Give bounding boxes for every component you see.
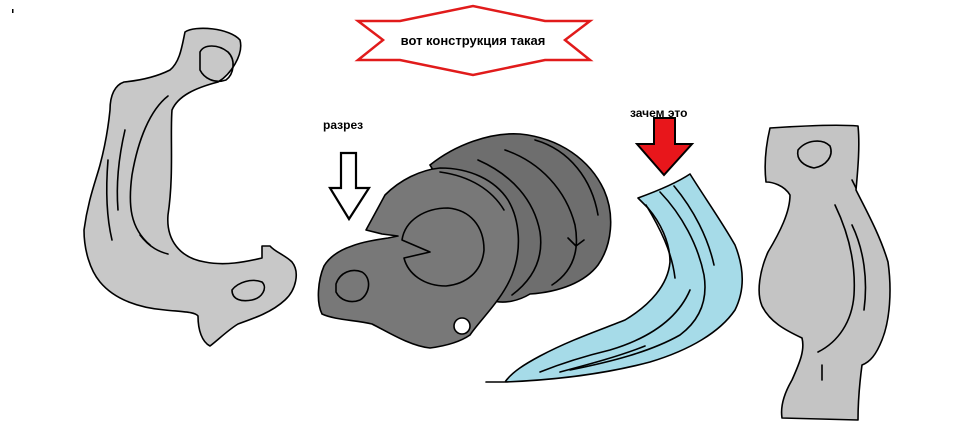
center-part-line-3 xyxy=(534,139,599,216)
left-part-body xyxy=(83,27,297,347)
blue-part-line-3 xyxy=(645,204,676,279)
stray-mark xyxy=(12,9,14,13)
right-part xyxy=(758,124,891,421)
blue-part-line-1 xyxy=(569,191,706,371)
left-part-line-2 xyxy=(116,129,126,211)
down-arrow-outline-icon xyxy=(328,151,372,222)
why-this-label: зачем это xyxy=(630,106,687,120)
right-part-line-2 xyxy=(851,224,867,311)
blue-part xyxy=(485,173,743,383)
blue-part-body xyxy=(504,173,743,383)
blue-part-line-4 xyxy=(539,289,691,373)
blue-part-line-5 xyxy=(559,345,646,373)
title-banner-text: вот конструкция такая xyxy=(401,33,546,48)
center-part xyxy=(317,133,612,349)
title-banner-frame xyxy=(354,4,594,77)
center-part-line-1 xyxy=(504,149,578,286)
down-arrow-red-icon xyxy=(634,117,695,177)
left-part-line-3 xyxy=(106,159,113,241)
center-part-hole-left xyxy=(335,269,370,303)
left-part-line-1 xyxy=(129,95,169,246)
center-part-line-5 xyxy=(439,171,505,211)
center-part-line-2 xyxy=(477,159,542,296)
center-part-hole-bottom xyxy=(453,317,471,335)
center-part-line-4 xyxy=(567,237,585,247)
left-part-lower-hole xyxy=(231,279,266,302)
right-part-hole xyxy=(796,140,832,169)
right-part-line-1 xyxy=(817,204,856,353)
section-cut-label: разрез xyxy=(323,118,363,132)
center-part-bore xyxy=(401,207,485,287)
left-part xyxy=(83,27,297,347)
title-banner: вот конструкция такая xyxy=(354,4,594,77)
right-part-body xyxy=(758,124,891,421)
center-part-front xyxy=(317,167,520,349)
left-part-hole xyxy=(199,45,234,83)
right-part-line-4 xyxy=(851,179,857,189)
left-part-line-4 xyxy=(139,234,169,255)
blue-part-line-2 xyxy=(673,185,715,266)
